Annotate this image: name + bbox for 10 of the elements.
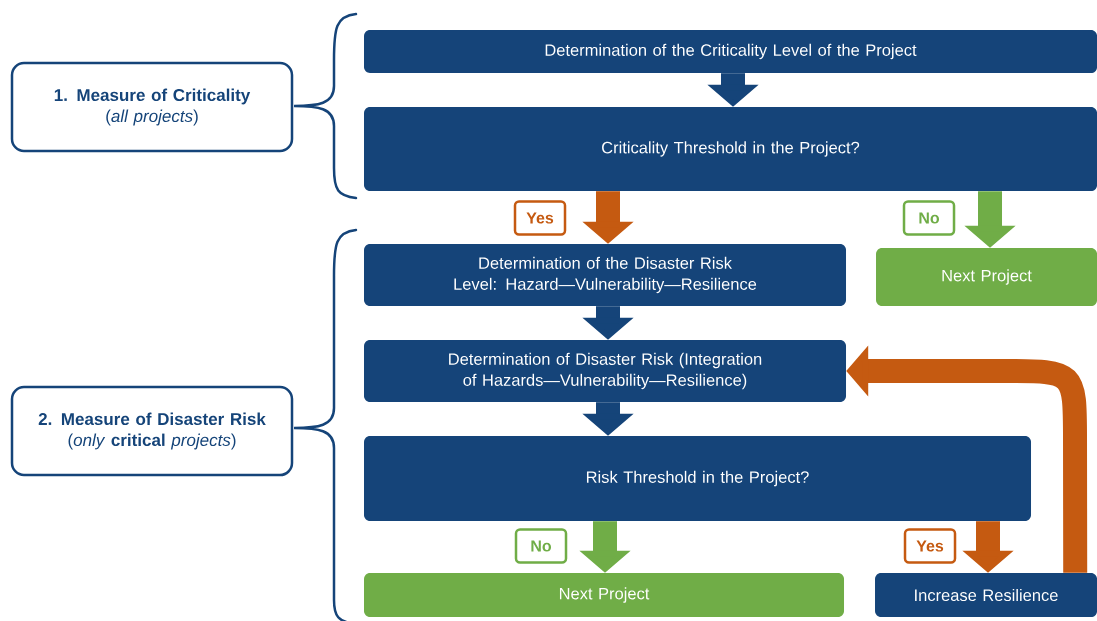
process-box: Increase Resilience <box>875 573 1097 617</box>
process-box: Determination of the Disaster Risk Level: Hazard—Vulnerability—Resilience <box>364 244 846 306</box>
edge-label: Yes <box>903 528 957 564</box>
edge-label: Yes <box>513 200 567 236</box>
edge-label: No <box>902 200 956 236</box>
process-box: Determination of the Criticality Level of the Project <box>364 30 1097 73</box>
edge-label: No <box>514 528 568 564</box>
section-box: 1. Measure of Criticality (all projects) <box>10 61 294 153</box>
section-box: 2. Measure of Disaster Risk (only critical projects) <box>10 385 294 477</box>
outcome-box: Next Project <box>364 573 844 617</box>
